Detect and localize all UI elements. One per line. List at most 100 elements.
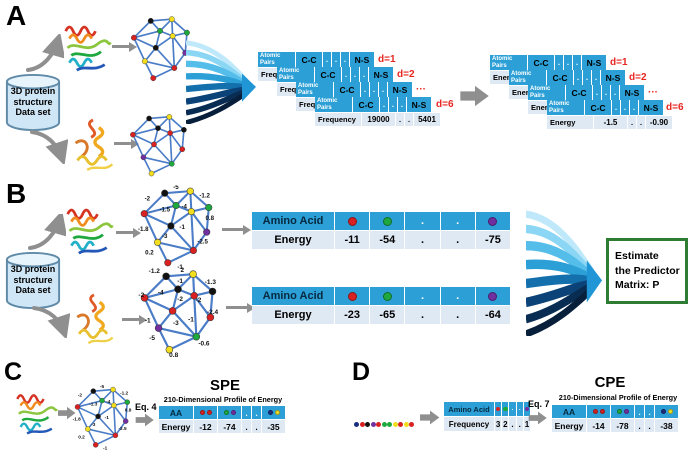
edge-energy-label: -2.5 [118, 426, 127, 432]
purple-dot-icon [230, 410, 236, 415]
edge-energy-label: -1 [177, 278, 183, 285]
edge-energy-label: 0.8 [206, 215, 215, 222]
green-dot-icon [503, 406, 508, 412]
sequence-dot-icon [370, 422, 376, 427]
panel-a-label: A [6, 0, 27, 31]
edge-energy-label: -1 [177, 264, 183, 271]
amino-acid-dot-cell [475, 212, 511, 230]
yellow-dot-icon [667, 409, 673, 414]
edge-energy-label: -2.5 [197, 238, 208, 245]
purple-dot-icon [623, 409, 629, 414]
edge-energy-label: -3 [91, 422, 96, 428]
red-dot-icon [199, 410, 205, 415]
edge-energy-label: -2 [78, 393, 83, 399]
purple-dot-icon [488, 216, 498, 226]
ellipsis-label: ··· [648, 87, 658, 98]
panel-c-label: C [4, 358, 23, 386]
arrow-right-icon [114, 142, 132, 145]
edge-energy-label: -1.2 [199, 192, 210, 199]
protein-structure-icon-rainbow [66, 208, 114, 255]
edge-energy-label: -2 [177, 296, 183, 303]
edge-energy-label: -2 [145, 195, 151, 202]
green-dot-icon [382, 291, 392, 301]
amino-acid-dot-cell [502, 402, 509, 416]
big-arrow-right-icon [58, 406, 76, 420]
aa-pair-cell [655, 405, 678, 418]
edge-energy-label: -1.2 [149, 268, 161, 275]
yellow-dot-icon [274, 410, 280, 415]
curved-arrow-icon [28, 214, 66, 250]
curved-arrow-icon [32, 306, 70, 338]
red-dot-icon [592, 409, 598, 414]
sequence-dot-icon [403, 422, 409, 427]
amino-acid-energy-table-top: Amino Acid . . Energy -11 -54 . . -75 [252, 212, 511, 249]
graph-nodes [74, 386, 130, 448]
edge-energy-label: 0.8 [169, 352, 178, 359]
graph-edges [76, 388, 129, 446]
curved-arrow-icon [30, 130, 68, 164]
big-arrow-right-icon [135, 413, 154, 427]
amino-acid-sequence [354, 414, 415, 432]
sequence-dot-icon [392, 422, 398, 427]
arrow-right-icon [122, 318, 140, 321]
edge-energy-label: -4 [158, 290, 164, 297]
sequence-dot-icon [359, 422, 365, 427]
red-dot-icon [495, 406, 501, 412]
protein-structure-icon-rainbow [64, 25, 112, 72]
amino-acid-dot-cell [370, 212, 405, 230]
amino-acid-dot-cell [475, 287, 511, 305]
graph-nodes [140, 187, 213, 267]
arrow-right-icon [222, 228, 244, 231]
edge-energy-label: -1 [179, 224, 185, 231]
sequence-dot-icon [376, 422, 381, 427]
amino-acid-dot-cell [335, 212, 370, 230]
edge-energy-label: -2 [196, 297, 202, 304]
edge-energy-label: -1.3 [205, 279, 217, 286]
big-arrow-right-icon [460, 85, 489, 107]
edge-energy-label: -5 [100, 384, 105, 390]
edge-energy-label: -4 [106, 399, 111, 405]
dataset-cylinder-icon [5, 251, 61, 309]
dataset-label: 3D protein structure Data set [10, 86, 56, 117]
curved-arrow-icon [26, 34, 64, 72]
arrow-right-icon [226, 306, 248, 309]
dataset-cylinder-icon [5, 73, 61, 131]
edge-energy-label: -1 [103, 446, 108, 452]
protein-structure-icon-orange [76, 293, 114, 345]
energy-graph-top: -2 -5 -1.2 -1.5 -4 0.8 -1.8 -1 -3 -2.5 0… [138, 185, 215, 271]
d-index-label: d=2 [397, 69, 415, 80]
d-index-label: d=6 [436, 99, 454, 110]
red-dot-icon [347, 216, 357, 226]
cpe-table: AA . . Energy -14 -78 . . -38 [552, 405, 680, 432]
graph-edges [133, 18, 188, 79]
funnel-arrow-icon [526, 210, 602, 336]
sequence-dot-icon [387, 422, 392, 427]
purple-dot-icon [488, 291, 498, 301]
navy-dot-icon [267, 410, 273, 415]
contact-graph [130, 16, 190, 82]
d-index-label: d=1 [378, 54, 396, 65]
energy-graph-spe: -2 -5 -1.2 -1.3 -4 0.8 -1.8 -1 -3 -2.5 0… [73, 384, 132, 452]
aa-pair-cell [262, 406, 285, 419]
spe-title: SPE [209, 377, 240, 394]
edge-energy-label: -5 [149, 335, 155, 342]
spe-table: AA . . Energy -12 -74 . . -35 [159, 406, 287, 433]
amino-acid-dot-cell [495, 402, 502, 416]
energy-graph-bottom: -1.2 2 -1 -1.3 -2 -4 -2 -2 -2.4 -1 -3 -1… [138, 267, 219, 359]
aa-pair-cell [587, 405, 610, 418]
d-index-label: d=1 [610, 57, 628, 68]
edge-energy-label: -1.2 [120, 390, 129, 396]
green-dot-icon [223, 410, 229, 415]
d-index-label: d=6 [666, 102, 684, 113]
edge-energy-label: -2.4 [207, 309, 219, 316]
edge-energy-label: -1 [145, 318, 151, 325]
edge-energy-label: -1.8 [138, 226, 149, 233]
edge-energy-label: -0.6 [198, 340, 210, 347]
navy-dot-icon [660, 409, 666, 414]
estimate-predictor-box: Estimate the Predictor Matrix: P [606, 238, 688, 304]
amino-acid-energy-table-bottom: Amino Acid . . Energy -23 -65 . . -64 [252, 287, 511, 324]
sequence-dot-icon [409, 422, 414, 427]
